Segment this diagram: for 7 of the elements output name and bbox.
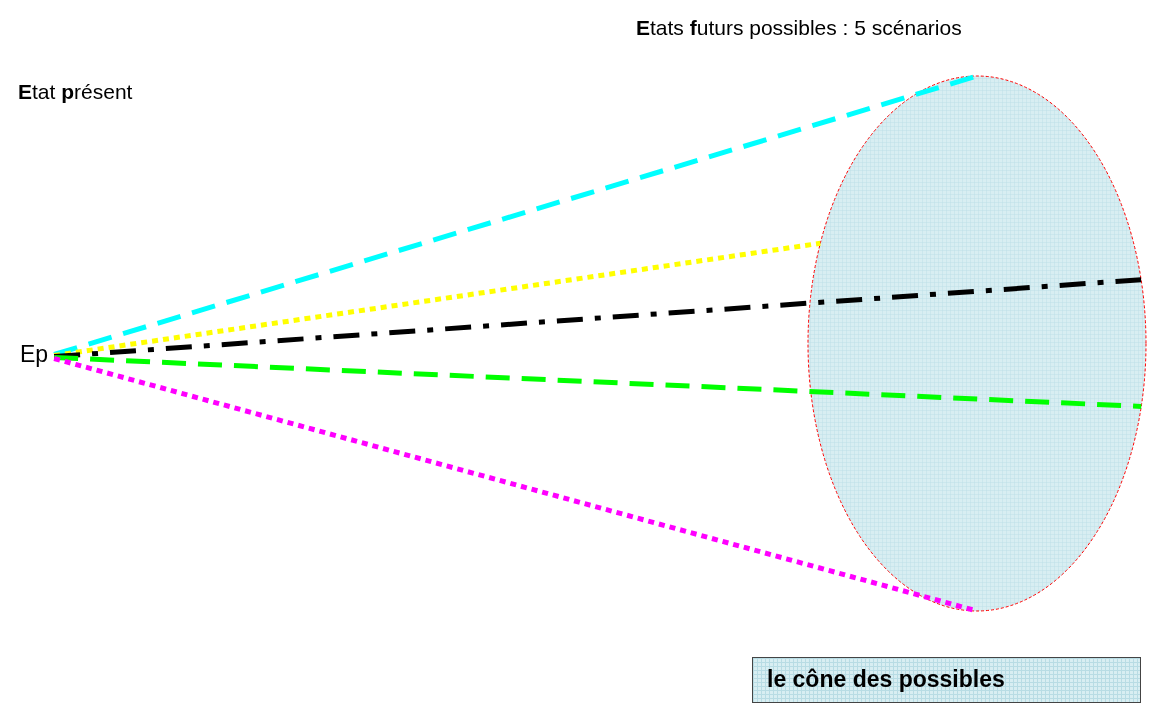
heading-text: Etat présent [18,80,133,104]
scenario-line [53,277,1142,359]
title-box: le cône des possibles [752,657,1141,703]
possibilities-ellipse [807,75,1147,612]
heading-text: Etats futurs possibles : 5 scénarios [636,16,962,40]
state-label: Ep [20,341,49,368]
scenario-line [54,355,1142,409]
